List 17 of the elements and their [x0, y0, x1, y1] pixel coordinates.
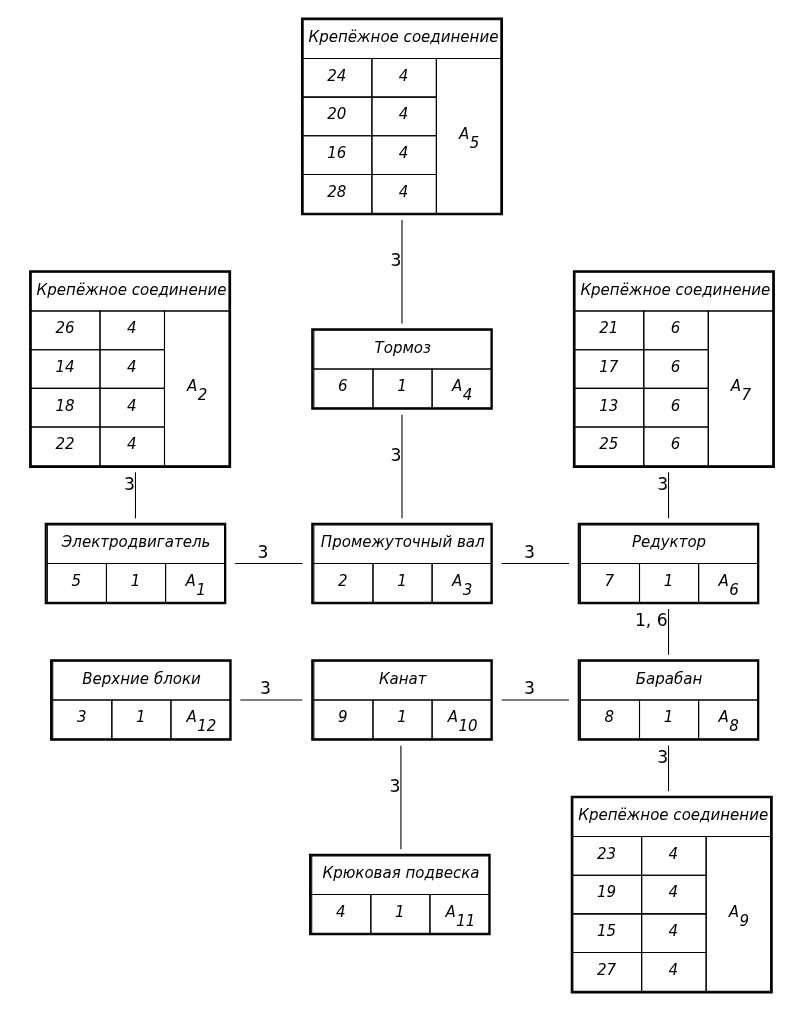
- connector: [667, 607, 669, 655]
- edge-label: 3: [523, 677, 535, 698]
- edge-label: 3: [656, 473, 668, 494]
- edge-label: 3: [259, 677, 271, 698]
- connector: [134, 471, 136, 519]
- connector: [667, 471, 669, 519]
- edge-label: 3: [390, 249, 402, 270]
- edge-label: 3: [390, 444, 402, 465]
- connector: [500, 562, 570, 564]
- edge-label: 3: [123, 473, 135, 494]
- edge-label: 3: [389, 775, 400, 796]
- edge-label: 1, 6: [634, 609, 668, 630]
- connector: [234, 562, 303, 564]
- edge-label: 3: [523, 541, 535, 562]
- edge-label: 3: [656, 746, 668, 767]
- edge-label: 3: [256, 541, 268, 562]
- connector: [667, 744, 669, 792]
